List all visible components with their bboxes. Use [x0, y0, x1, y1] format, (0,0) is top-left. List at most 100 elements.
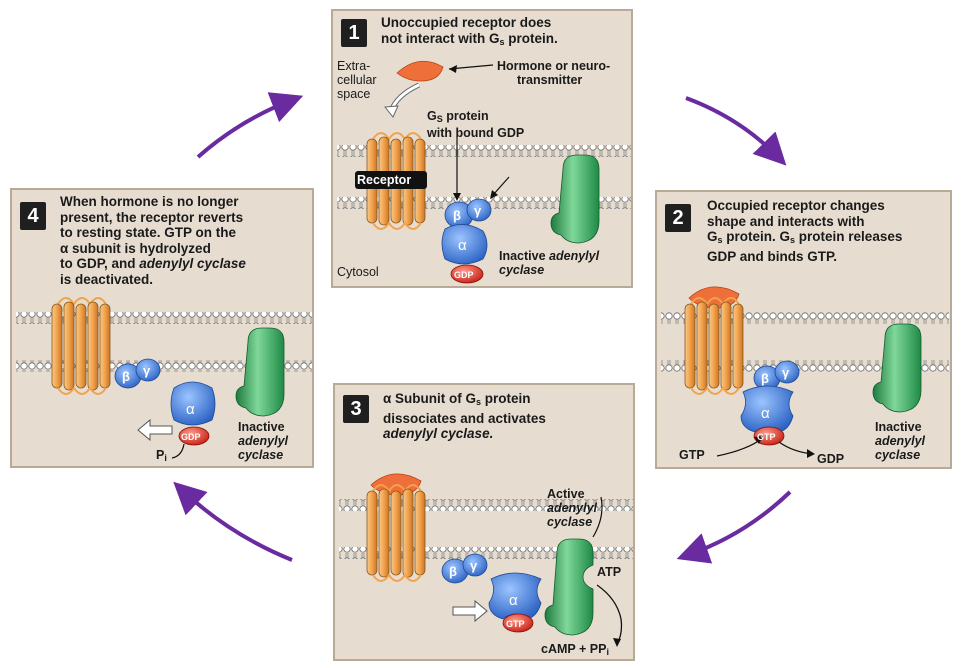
caption-line: present, the receptor reverts [60, 209, 244, 225]
active-label-text: adenylyl [547, 501, 598, 515]
receptor [684, 297, 744, 395]
extracellular-label-line: space [337, 87, 371, 101]
inactive-cyclase-label: Inactive adenylyl cyclase [238, 420, 288, 462]
cycle-arrow-1-to-2 [685, 96, 787, 166]
gtp-symbol: GTP [506, 619, 525, 629]
adenylyl-cyclase [550, 154, 600, 244]
adenylyl-cyclase-active [544, 538, 594, 636]
caption-line: protein releases [795, 229, 903, 244]
panel-1: 1 Unoccupied receptor does not interact … [331, 9, 633, 288]
gprotein-glyphs-1: β γ α GDP [453, 203, 482, 280]
gamma-symbol: γ [474, 203, 482, 218]
inactive-label-text: Inactive [875, 420, 922, 434]
gtp-label: GTP [679, 448, 705, 462]
gamma-symbol: γ [143, 363, 151, 378]
hormone-label-line: transmitter [517, 73, 583, 87]
panel-2: β γ α GTP 2 Occupied receptor changes sh… [655, 190, 952, 469]
caption-line: α Subunit of G [383, 391, 477, 406]
gamma-subunit [135, 358, 161, 382]
release-arrow [137, 418, 173, 442]
step-number-2: 2 [665, 204, 691, 232]
gdp-label: GDP [817, 452, 845, 466]
inactive-label-text: Inactive [499, 249, 550, 263]
inactive-cyclase-label: Inactive adenylyl cyclase [875, 420, 925, 462]
extracellular-label-line: Extra- [337, 59, 371, 73]
extracellular-label: Extra- cellular space [337, 59, 377, 101]
hormone-label: Hormone or neuro- transmitter [497, 59, 610, 87]
caption-line: G [707, 229, 718, 244]
alpha-subunit [170, 381, 216, 426]
inactive-label-text: adenylyl [875, 434, 926, 448]
caption-line: dissociates and activates [383, 410, 546, 426]
beta-symbol: β [761, 371, 769, 386]
gs-pointer-arrow-2 [492, 176, 510, 196]
inactive-label-text: adenylyl [549, 249, 600, 263]
panel-3-caption: α Subunit of Gs protein dissociates and … [383, 391, 546, 442]
step-number-1: 1 [341, 19, 367, 47]
panel-1-caption: Unoccupied receptor does not interact wi… [381, 15, 558, 50]
gdp-ball [178, 426, 210, 446]
panel-3: β γ α GTP 3 α Subunit of Gs protein diss… [333, 383, 635, 661]
extracellular-label-line: cellular [337, 73, 377, 87]
inactive-label-text: cyclase [238, 448, 284, 462]
subscript: i [606, 647, 609, 657]
gamma-subunit [462, 553, 488, 577]
caption-line: protein. [504, 30, 558, 46]
panel-4-caption: When hormone is no longer present, the r… [60, 194, 246, 287]
alpha-symbol: α [761, 405, 770, 422]
receptor [51, 297, 111, 395]
hormone-label-line: Hormone or neuro- [497, 59, 611, 73]
pi-label: Pi [156, 448, 167, 465]
panel-4-illustration: β γ α GDP [16, 297, 312, 459]
gdp-symbol: GDP [181, 432, 201, 442]
alpha-symbol: α [458, 237, 467, 254]
g-protein-complex [441, 198, 492, 284]
beta-symbol: β [449, 564, 457, 579]
atp-conversion-arrow [596, 584, 623, 646]
caption-line: protein [481, 391, 531, 406]
active-label-text: Active [547, 487, 585, 501]
caption-line: Occupied receptor changes [707, 198, 885, 213]
panel-2-caption: Occupied receptor changes shape and inte… [707, 198, 902, 264]
gdp-symbol: GDP [454, 270, 474, 280]
camp-label: cAMP + PPi [541, 642, 609, 659]
step-number-4: 4 [20, 202, 46, 230]
gtp-symbol: GTP [757, 432, 776, 442]
subscript: s [717, 235, 723, 245]
gs-label-text: with bound GDP [427, 126, 525, 140]
caption-line: shape and interacts with [707, 213, 865, 229]
pi-text: P [156, 448, 165, 462]
active-cyclase-label: Active adenylyl cyclase [547, 487, 597, 529]
active-label-text: cyclase [547, 515, 593, 529]
caption-line: to GDP, and [60, 256, 140, 271]
panel-4: β γ α GDP 4 When hormone is no longer pr… [10, 188, 314, 468]
alpha-symbol: α [509, 592, 518, 609]
caption-line: is deactivated. [60, 271, 154, 287]
gs-protein-label: GS protein with bound GDP [427, 109, 524, 140]
cytosol-label: Cytosol [337, 265, 379, 279]
caption-line: When hormone is no longer [60, 194, 239, 209]
subscript: i [164, 453, 167, 463]
caption-line: α subunit is hydrolyzed [60, 240, 211, 256]
caption-line: GDP and binds GTP. [707, 248, 838, 264]
beta-symbol: β [453, 208, 461, 223]
caption-line: adenylyl cyclase. [383, 426, 494, 441]
inactive-label-text: Inactive [238, 420, 285, 434]
cycle-arrow-3-to-4 [173, 481, 293, 562]
gs-label-text: protein [442, 109, 489, 123]
g-protein-complex [740, 360, 800, 446]
step-number-3: 3 [343, 395, 369, 423]
subscript: S [436, 114, 443, 124]
gtp-ball [502, 613, 534, 633]
subscript: s [790, 235, 796, 245]
inactive-label-text: adenylyl [238, 434, 289, 448]
alpha-symbol: α [186, 401, 195, 418]
caption-line: to resting state. GTP on the [60, 225, 237, 240]
panel-1-illustration [337, 60, 631, 284]
cycle-arrow-4-to-1 [196, 92, 304, 159]
atp-label: ATP [597, 565, 622, 579]
receptor-label-box [355, 171, 427, 189]
panel-3-illustration: β γ α GTP [339, 473, 633, 647]
gamma-symbol: γ [470, 558, 478, 573]
